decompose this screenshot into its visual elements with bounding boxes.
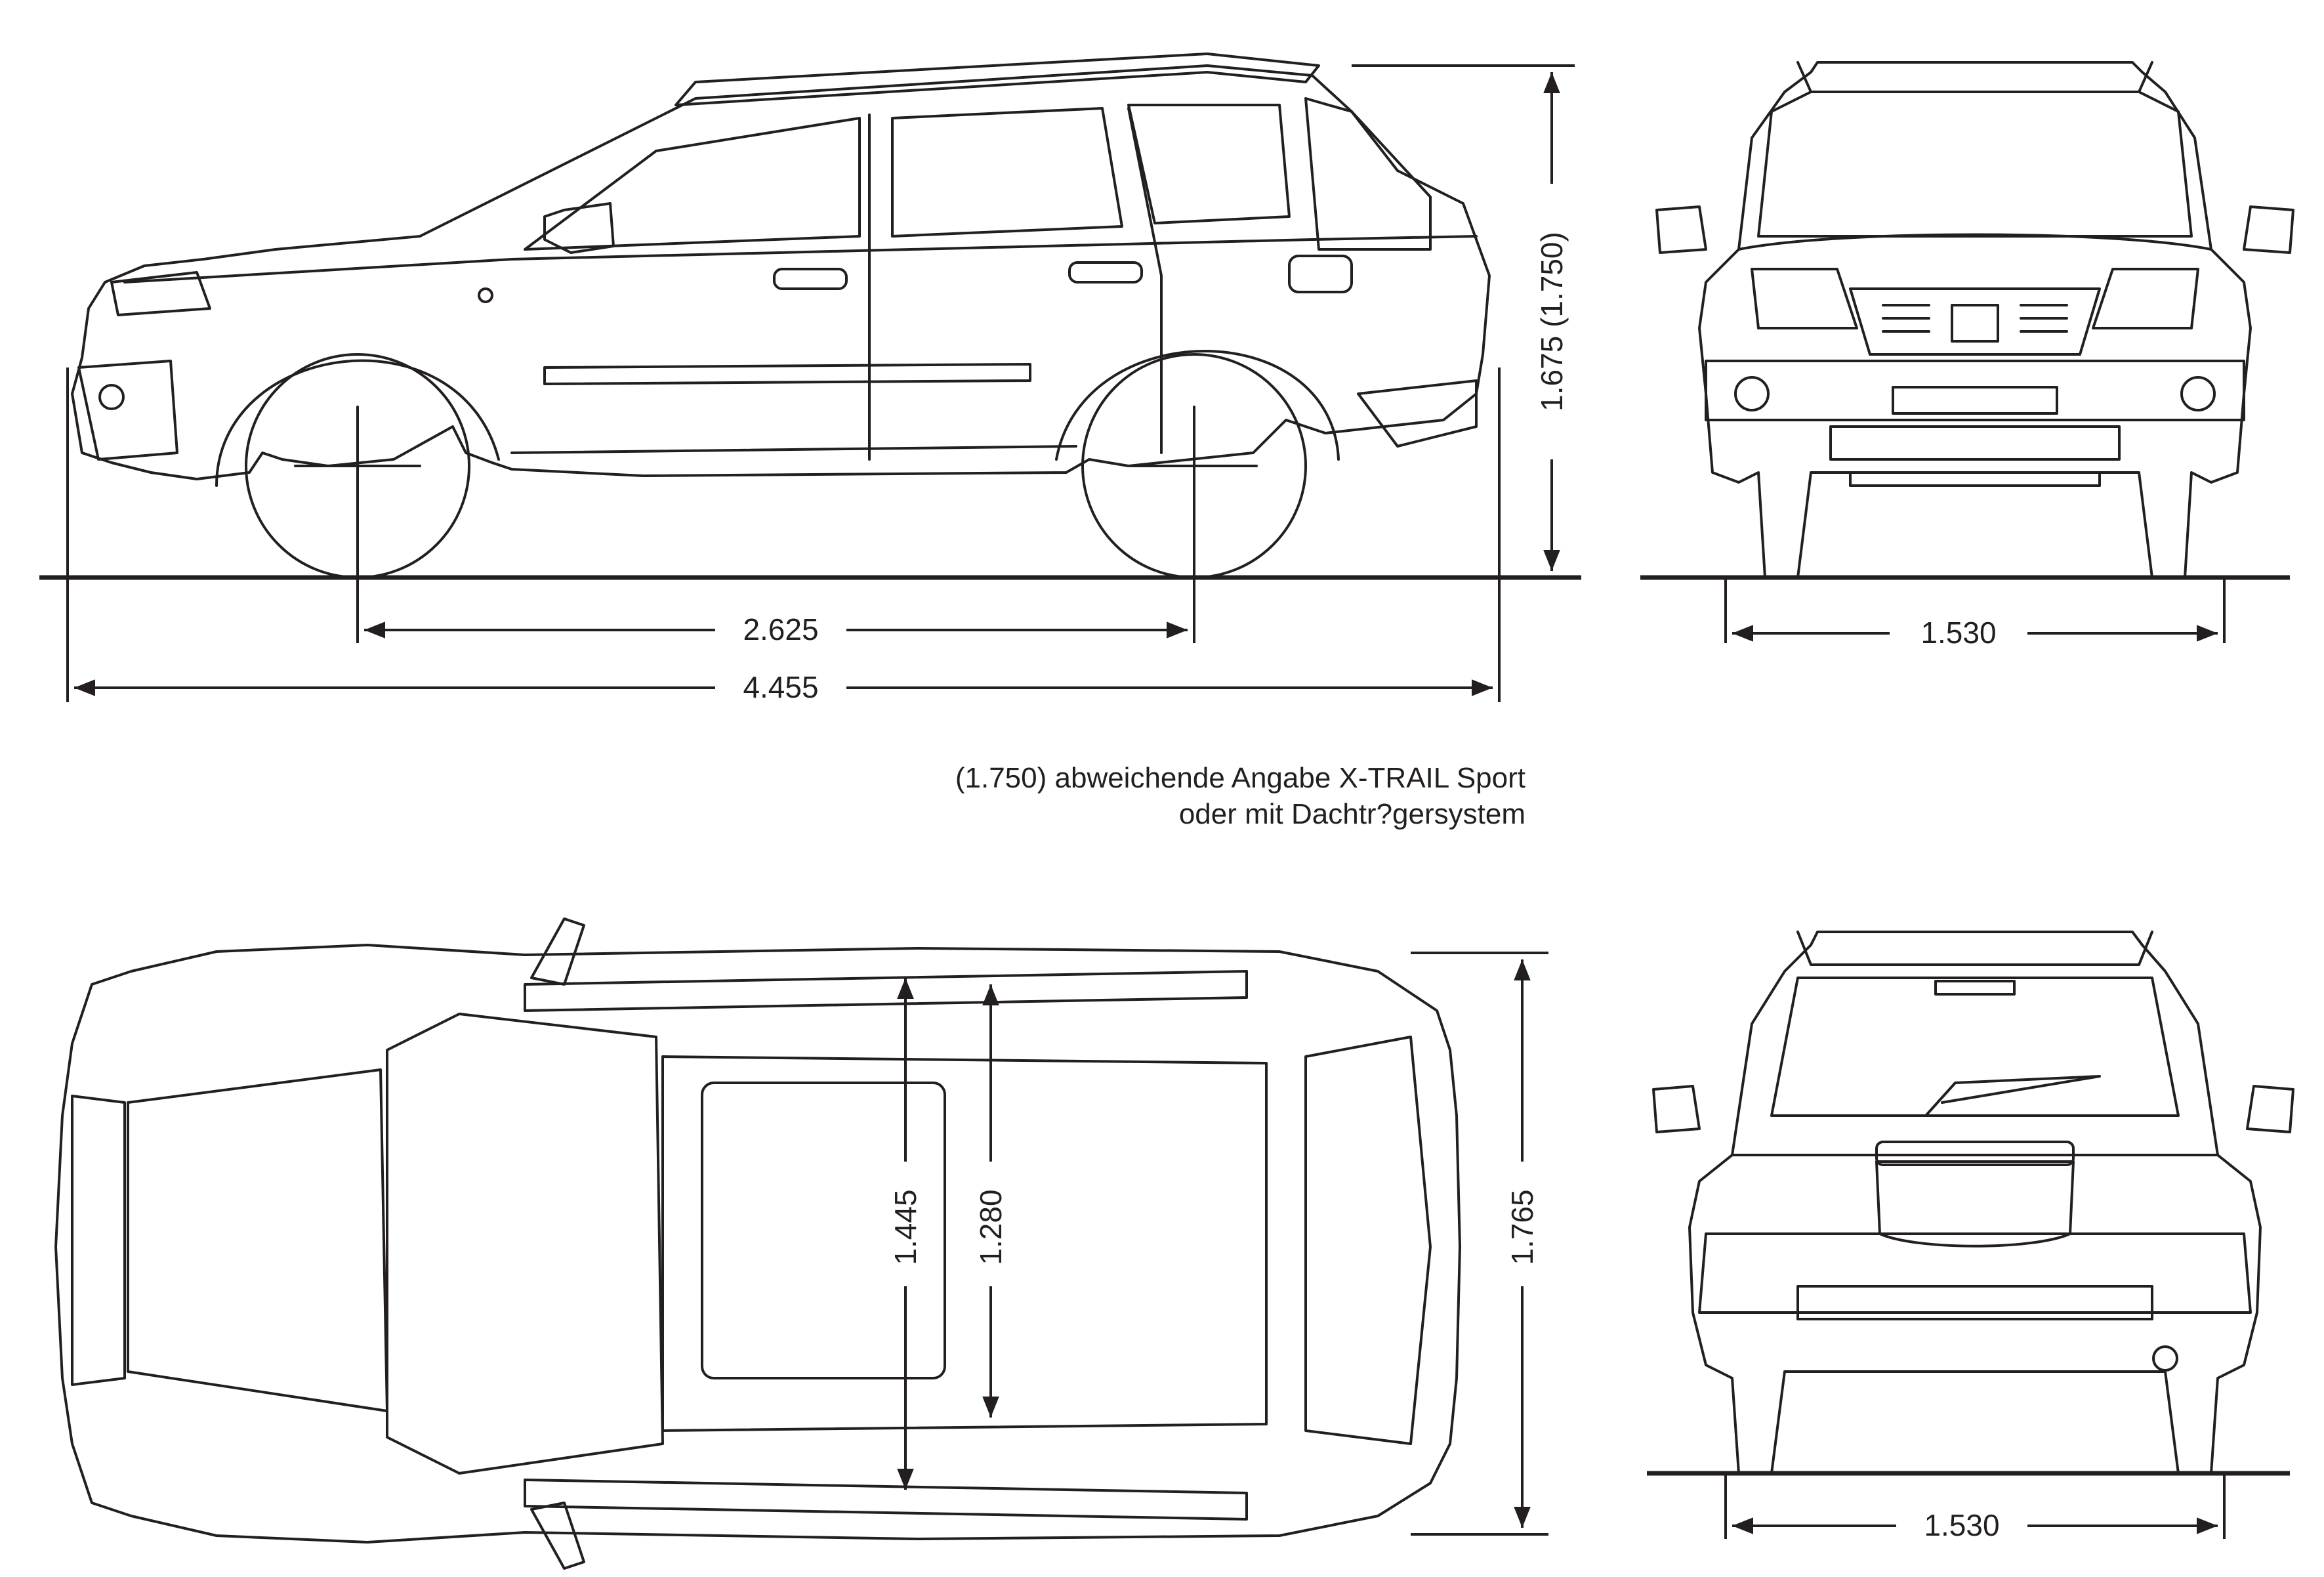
side-rear-arch [1055,350,1340,461]
side-dimensions: 2.625 4.455 1.675 (1.750) [66,64,1575,704]
top-bonnet [127,1068,388,1412]
top-roof-rail-upper [524,970,1248,1012]
top-sunroof [701,1082,946,1379]
side-window-middle [891,107,1123,238]
side-front-wheel-center [294,406,421,579]
side-mirror [543,202,615,254]
top-rear-window [1304,1036,1432,1445]
front-bumper [1705,360,2245,421]
top-roof-rail-lower [524,1479,1248,1521]
rear-bumper [1698,1232,2252,1314]
side-view [39,53,1581,580]
rear-track-label: 1.530 [1924,1508,1999,1542]
side-fog-lamp [98,384,125,410]
front-mirror-left [1655,205,1707,254]
note-line-2: oder mit Dachtr?gersystem [1179,798,1525,830]
top-dim-a-label: 1.445 [888,1189,923,1265]
front-body-outline [1698,61,2252,579]
rear-body-outline [1688,931,2262,1475]
rear-wiper [1924,1075,2101,1117]
side-belt-line [123,235,1478,284]
side-rear-bumper [1357,379,1478,448]
rear-brake-light [1934,980,2016,996]
rear-view [1647,931,2294,1476]
front-roof-rails [1796,61,2153,93]
rear-roof-spoiler [1796,931,2153,966]
side-indicator [478,287,493,303]
front-headlamp-left [1751,268,1858,329]
top-front-grille [71,1095,126,1386]
front-skid-plate [1829,425,2121,487]
rear-dimensions: 1.530 [1724,1473,2226,1542]
top-mirror-lower [530,1502,585,1570]
side-bull-bar [77,360,178,461]
front-fog-lamp-left [1734,376,1770,411]
rear-exhaust [2152,1345,2178,1372]
top-body-outline [54,944,1461,1544]
rear-window [1770,977,2180,1117]
side-body-moulding [543,363,1031,385]
side-window-front [524,117,861,251]
side-headlamp [110,271,211,316]
rear-mirror-left [1652,1085,1701,1133]
side-sill [510,445,1077,454]
front-plate [1892,386,2058,415]
side-rear-wheel-center [1131,406,1258,579]
side-roof-rail [674,53,1320,106]
top-windscreen [386,1013,664,1475]
top-mirror-upper [530,917,585,986]
rear-plate-recess [1875,1160,2075,1248]
front-fog-lamp-right [2180,376,2216,411]
front-headlamp-right [2092,268,2199,329]
top-dim-b-label: 1.280 [974,1189,1008,1265]
front-windscreen [1757,91,2193,238]
front-grille [1849,287,2101,356]
front-dimensions: 1.530 [1724,578,2226,650]
wheelbase-label: 2.625 [743,612,818,646]
height-label: 1.675 (1.750) [1535,232,1569,411]
rear-mirror-right [2246,1085,2294,1133]
rear-handle [1875,1141,2075,1166]
side-body-outline [71,64,1491,480]
side-front-arch [215,359,500,487]
top-view [54,917,1461,1570]
front-grille-slats [1882,304,2068,343]
note-block: (1.750) abweichende Angabe X-TRAIL Sport… [955,762,1525,830]
side-door-cut-b [1127,107,1163,454]
front-track-label: 1.530 [1920,616,1996,650]
top-dim-c-label: 1.765 [1505,1189,1539,1265]
rear-step [1796,1285,2153,1320]
side-fuel-flap [1288,255,1353,293]
side-door-handle-front [773,268,848,290]
side-window-quarter [1304,97,1432,251]
note-line-1: (1.750) abweichende Angabe X-TRAIL Sport [955,762,1525,794]
front-view [1640,61,2294,580]
front-bonnet-line [1737,233,2212,251]
length-label: 4.455 [743,670,818,704]
top-dimensions: 1.445 1.280 1.765 [888,952,1548,1536]
top-roof [661,1055,1268,1432]
side-window-rear [1127,104,1291,224]
front-mirror-right [2243,205,2294,254]
side-door-handle-rear [1068,261,1143,284]
